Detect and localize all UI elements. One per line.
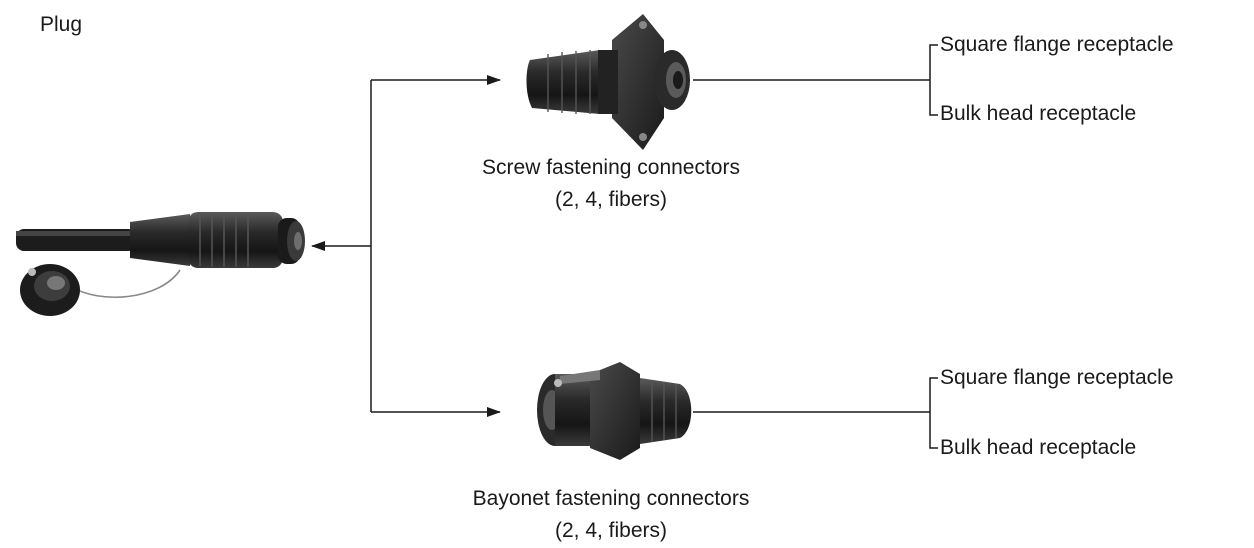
screw-receptacle-square-flange: Square flange receptacle [940, 33, 1174, 56]
bayonet-receptacle-square-flange: Square flange receptacle [940, 366, 1174, 389]
plug-label: Plug [40, 13, 83, 36]
screw-connector-icon [526, 14, 690, 150]
bayonet-connector-icon [537, 362, 692, 460]
bayonet-receptacle-bracket [929, 377, 938, 449]
screw-receptacle-bracket [929, 44, 938, 116]
plug-connector-with-cap-icon [16, 212, 305, 316]
bayonet-connectors-title: Bayonet fastening connectors [472, 487, 750, 510]
bayonet-connectors-subtitle: (2, 4, fibers) [554, 519, 668, 542]
screw-connectors-title: Screw fastening connectors [482, 156, 740, 179]
screw-connectors-subtitle: (2, 4, fibers) [554, 188, 668, 211]
screw-receptacle-bulk-head: Bulk head receptacle [940, 102, 1137, 125]
bayonet-receptacle-bulk-head: Bulk head receptacle [940, 436, 1137, 459]
